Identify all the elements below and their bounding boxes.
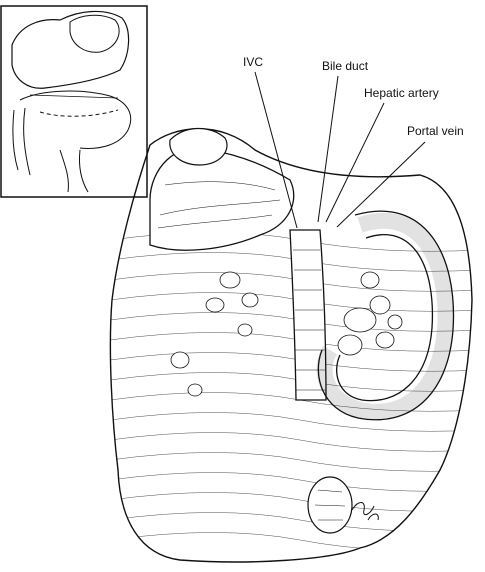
duodenum-loop xyxy=(316,210,455,421)
hepatic-artery-label: Hepatic artery xyxy=(364,86,439,100)
ivc-leader-line xyxy=(254,71,298,229)
pancreas-lobules xyxy=(170,271,403,397)
artist-signature xyxy=(351,502,379,521)
ivc-label: IVC xyxy=(243,55,264,69)
ivc-vessel xyxy=(289,229,327,401)
bile-duct-label: Bile duct xyxy=(322,59,369,73)
portal-vein-label: Portal vein xyxy=(407,124,464,138)
bile-duct-leader-line xyxy=(317,75,339,223)
liver-lobe xyxy=(149,127,295,251)
inset-overview xyxy=(0,5,148,198)
portal-vein-leader-line xyxy=(336,141,426,228)
colon-segment xyxy=(307,476,353,534)
leader-lines xyxy=(254,71,426,229)
hepatic-artery-leader-line xyxy=(325,102,385,223)
